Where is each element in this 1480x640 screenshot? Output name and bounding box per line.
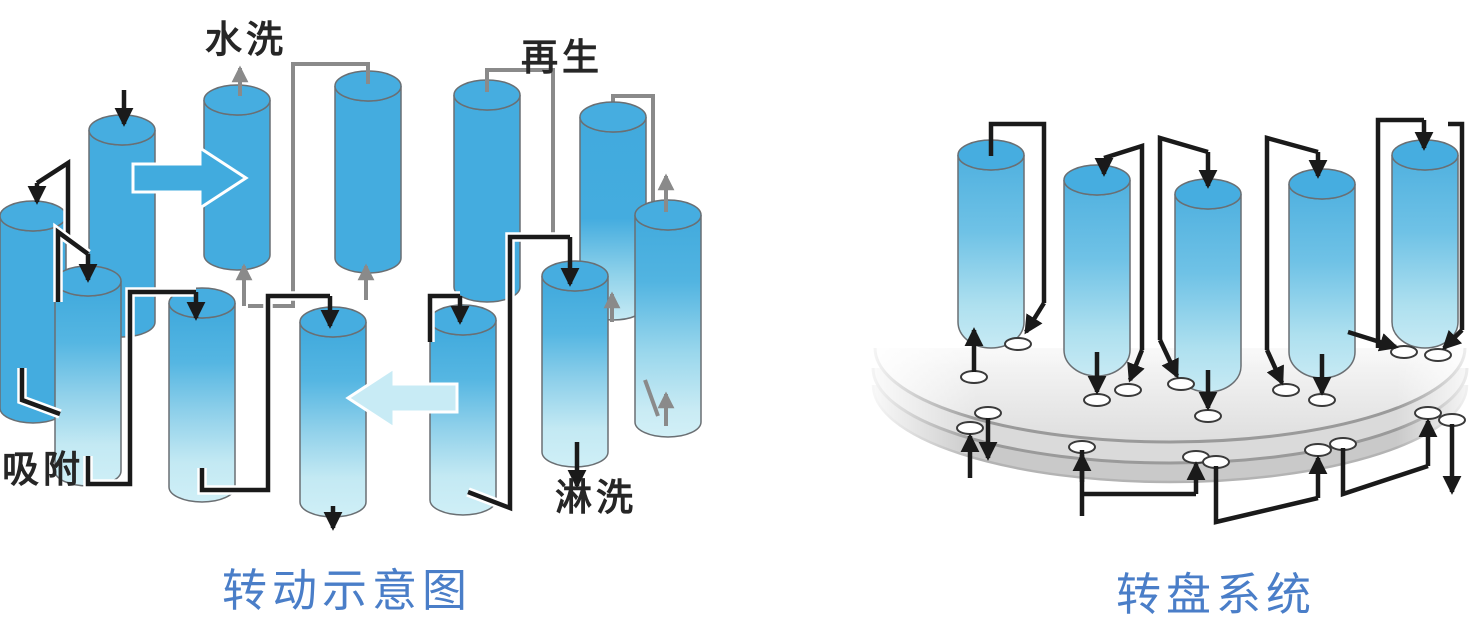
downflow-arrow <box>1024 301 1046 335</box>
port <box>956 421 984 435</box>
port <box>1114 383 1142 397</box>
port <box>974 406 1002 420</box>
column-pipe <box>1448 121 1465 330</box>
rotary-disc <box>860 238 1480 503</box>
port <box>1272 383 1300 397</box>
column-regen-1 <box>453 79 521 303</box>
series-pipe <box>19 368 61 417</box>
label-water-wash: 水洗 <box>205 19 287 60</box>
rotation-arrow-right <box>131 145 249 211</box>
column-pipe <box>1375 117 1424 348</box>
disc-column-1 <box>957 139 1025 349</box>
gray-pipes <box>231 62 675 426</box>
label-adsorption: 吸附 <box>2 449 84 490</box>
port <box>1424 348 1452 362</box>
downflow-arrow <box>1264 349 1285 386</box>
column-rinse <box>541 260 609 468</box>
feed-pipe <box>427 293 460 342</box>
port <box>1414 406 1442 420</box>
disc-column-3 <box>1174 178 1242 393</box>
column-pipe <box>1157 135 1209 340</box>
port <box>1083 393 1111 407</box>
disc-column-4 <box>1288 168 1356 379</box>
under-pipe <box>1340 448 1429 498</box>
label-regeneration: 再生 <box>521 37 603 78</box>
port <box>1304 443 1332 457</box>
right-caption: 转盘系统 <box>1116 570 1316 620</box>
column-pipe <box>1264 135 1319 350</box>
disc-ports-upper <box>960 337 1452 423</box>
port <box>1004 337 1032 351</box>
column-adsorb-2 <box>54 265 122 487</box>
downflow-arrow <box>1347 329 1399 352</box>
disc-column-2 <box>1063 164 1131 377</box>
left-caption: 转动示意图 <box>222 566 472 616</box>
rotation-arrow-left <box>345 365 459 431</box>
under-pipe <box>1213 466 1319 525</box>
column-adsorb-1 <box>0 200 67 424</box>
regen-pipe <box>485 68 555 236</box>
series-pipe <box>85 289 196 487</box>
under-disc-pipes <box>960 418 1462 525</box>
series-pipe <box>467 234 570 512</box>
disc-pipes <box>964 117 1465 411</box>
rotation-schematic-diagram: 水洗 再生 吸附 淋洗 转动示意图 <box>0 19 702 616</box>
column-pipe <box>1103 142 1145 350</box>
column-pipe <box>988 121 1047 303</box>
downflow-arrow <box>1157 339 1180 379</box>
series-pipe <box>199 293 330 493</box>
port <box>1308 393 1336 407</box>
black-pipes <box>17 90 587 531</box>
column-back-6 <box>634 199 702 438</box>
feed-pipe <box>35 158 71 242</box>
regen-pipe-elbow <box>643 379 660 417</box>
port <box>1167 377 1195 391</box>
column-back-3 <box>334 70 402 274</box>
column-front-middle <box>299 306 367 518</box>
downflow-arrow <box>1127 349 1145 383</box>
port <box>960 370 988 384</box>
series-pipe <box>55 227 90 302</box>
port <box>1194 409 1222 423</box>
label-elution: 淋洗 <box>555 477 637 518</box>
wash-return-pipe <box>248 62 370 308</box>
disc-column-5 <box>1391 139 1459 349</box>
rotary-disc-diagram: 转盘系统 <box>860 117 1480 620</box>
downflow-arrow <box>1441 328 1464 351</box>
